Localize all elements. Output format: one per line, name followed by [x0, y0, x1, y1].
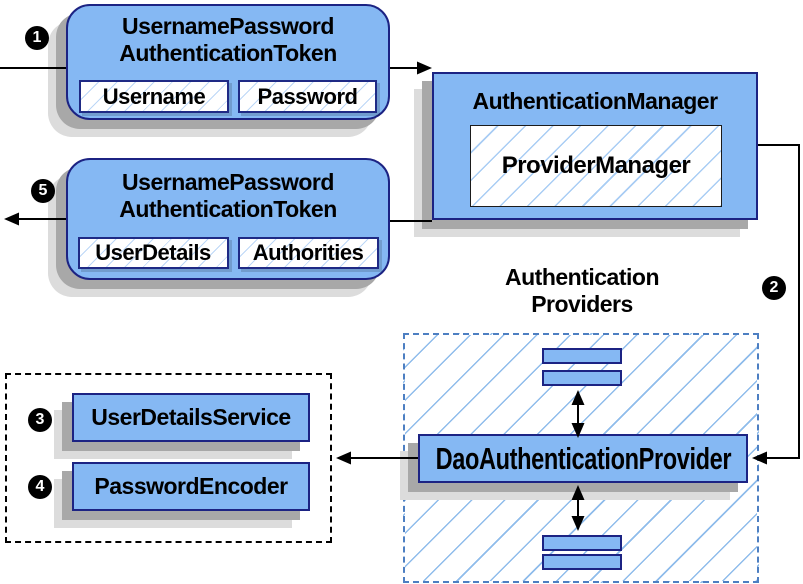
dao-authentication-provider-box: DaoAuthenticationProvider [418, 434, 748, 483]
step-4-badge: 4 [28, 475, 52, 499]
arrowhead-token-to-manager [417, 61, 432, 75]
user-details-service-box: UserDetailsService [72, 393, 310, 442]
provider-stack-item [542, 370, 622, 386]
provider-stack-item [542, 554, 622, 570]
step-5-badge: 5 [31, 179, 55, 203]
arrowhead-token-out [4, 212, 19, 226]
step-2-badge: 2 [762, 276, 786, 300]
authorities-field-box: Authorities [237, 237, 379, 269]
dao-authentication-provider-label: DaoAuthenticationProvider [435, 440, 731, 476]
authentication-providers-heading: Authentication Providers [505, 264, 660, 317]
userdetails-field-box: UserDetails [77, 237, 229, 269]
step-1-badge: 1 [25, 26, 49, 50]
step-3-badge: 3 [28, 408, 52, 432]
username-field-box: Username [79, 80, 229, 113]
provider-manager-label: ProviderManager [501, 152, 691, 179]
authentication-manager-box: AuthenticationManager ProviderManager [432, 72, 758, 220]
token-response-title: UsernamePassword AuthenticationToken [119, 169, 337, 222]
username-password-token-response-box: UsernamePassword AuthenticationToken Use… [66, 158, 390, 280]
provider-stack-item [542, 348, 622, 364]
authentication-manager-title: AuthenticationManager [472, 88, 718, 114]
username-password-token-request-box: UsernamePassword AuthenticationToken Use… [66, 4, 390, 120]
password-encoder-box: PasswordEncoder [72, 462, 310, 511]
provider-stack-item [542, 535, 622, 551]
provider-manager-box: ProviderManager [470, 125, 722, 207]
arrow-manager-to-provider [758, 144, 800, 459]
arrowhead-dao-to-services [336, 451, 351, 465]
password-field-box: Password [238, 80, 377, 113]
token-request-title: UsernamePassword AuthenticationToken [119, 13, 337, 66]
